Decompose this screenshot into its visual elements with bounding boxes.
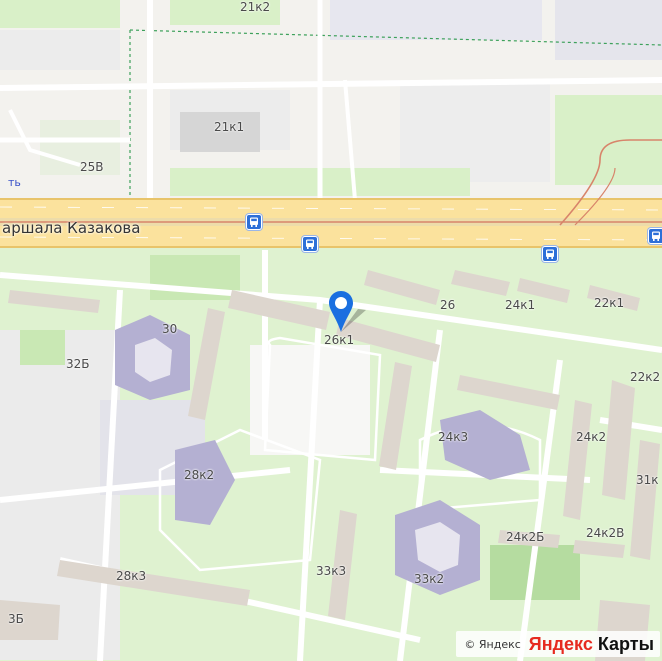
building-label: 32Б <box>66 357 90 371</box>
bus-stop-icon[interactable] <box>648 228 662 244</box>
street-fragment-label: ть <box>8 176 21 189</box>
building-label: 24к2Б <box>506 530 545 544</box>
building-label: 25В <box>80 160 104 174</box>
building-label: 28к2 <box>184 468 215 482</box>
building-label: 33к3 <box>316 564 347 578</box>
building-label: 30 <box>162 322 178 336</box>
bus-stop-icon[interactable] <box>302 236 318 252</box>
building-label: 24к2В <box>586 526 625 540</box>
building-label: 26к1 <box>324 333 355 347</box>
building-label: 3Б <box>8 612 24 626</box>
building-label: 26 <box>440 298 456 312</box>
building-label: 21к1 <box>214 120 245 134</box>
map-attribution: © Яндекс Яндекс Карты <box>456 631 660 657</box>
building-label: 24к1 <box>505 298 536 312</box>
yandex-maps-logo[interactable]: Яндекс Карты <box>528 633 654 654</box>
building-label: 22к1 <box>594 296 625 310</box>
location-pin-icon[interactable] <box>328 290 366 336</box>
building-label: 28к3 <box>116 569 147 583</box>
copyright-text: © Яндекс <box>464 637 521 651</box>
building-label: 31к <box>636 473 659 487</box>
building-label: 21к2 <box>240 0 271 14</box>
building-label: 24к2 <box>576 430 607 444</box>
street-name-label: аршала Казакова <box>2 219 141 237</box>
building-label: 24к3 <box>438 430 469 444</box>
bus-stop-icon[interactable] <box>246 214 262 230</box>
building-label: 33к2 <box>414 572 445 586</box>
bus-stop-icon[interactable] <box>542 246 558 262</box>
building-label: 22к2 <box>630 370 661 384</box>
